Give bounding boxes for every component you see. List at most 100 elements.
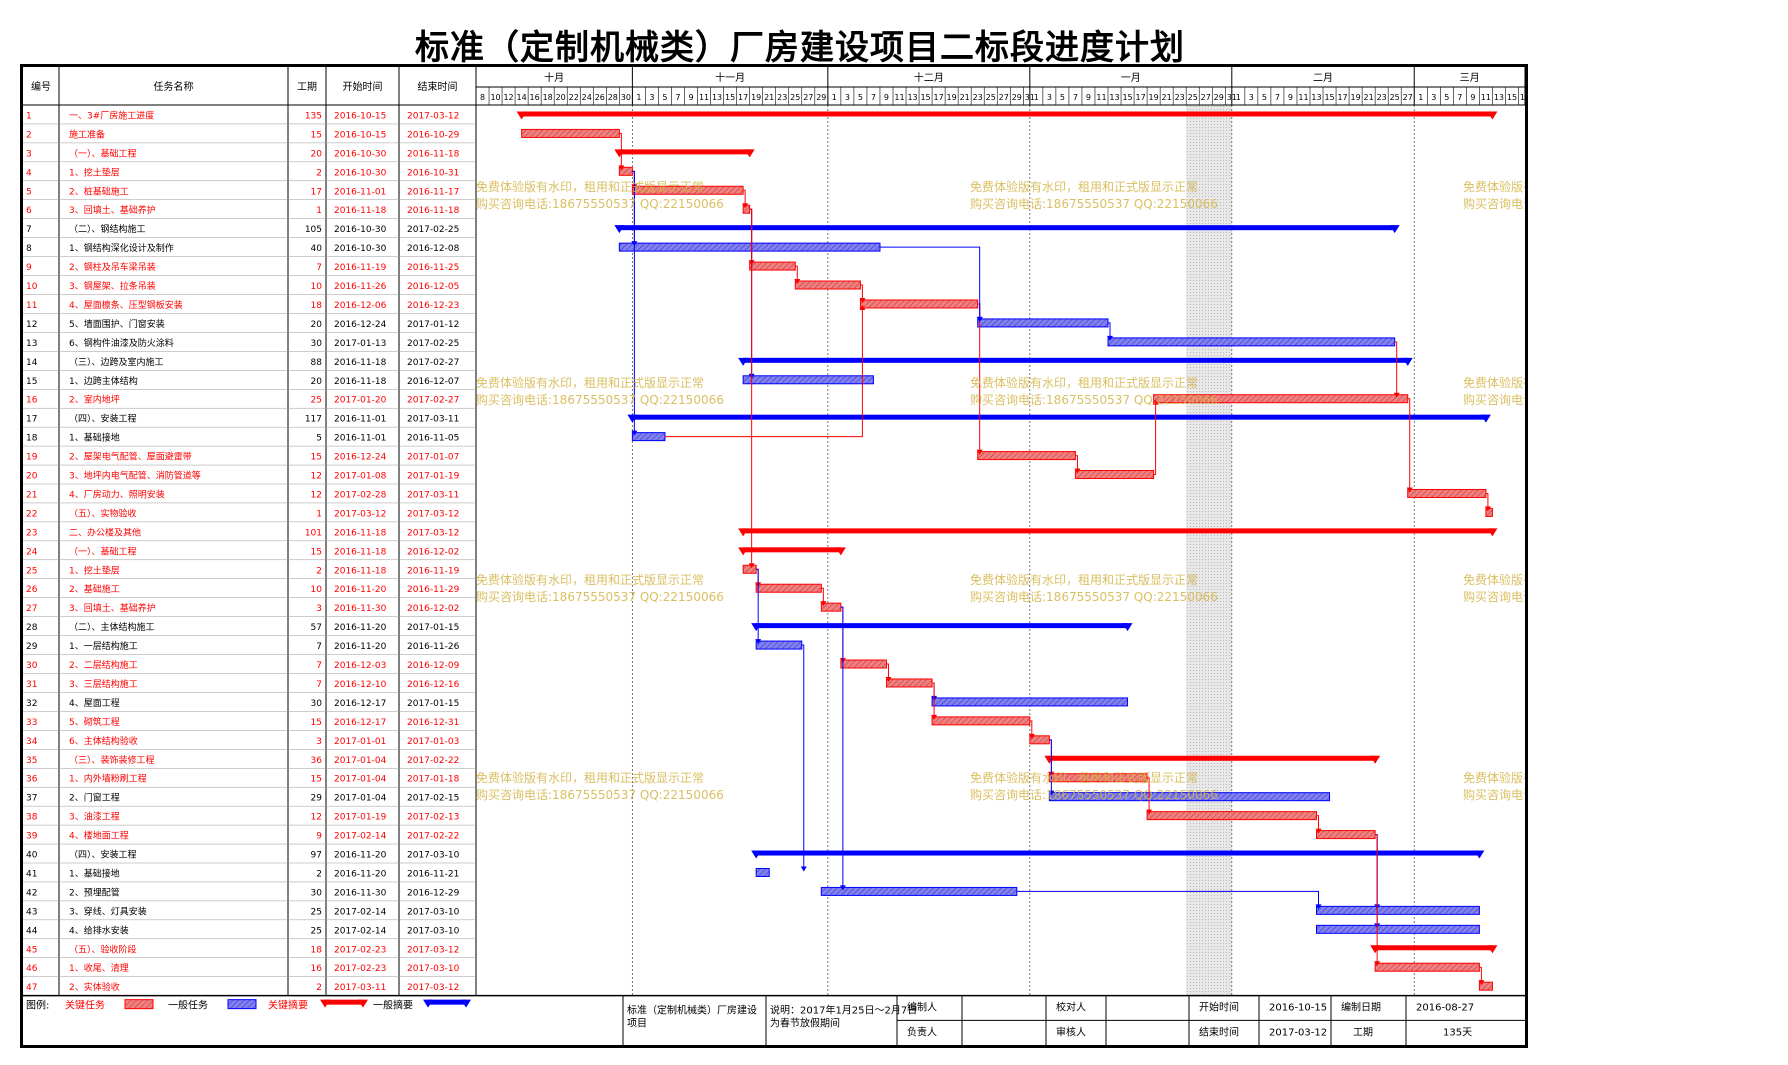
task-start: 2017-03-12	[334, 509, 386, 519]
task-duration: 15	[311, 130, 322, 140]
summary-bar	[619, 225, 1395, 231]
task-start: 2017-01-04	[334, 775, 387, 785]
task-duration: 88	[311, 358, 323, 368]
task-start: 2017-01-20	[334, 396, 387, 406]
day-label: 21	[764, 93, 774, 102]
task-bar	[931, 697, 1129, 707]
legend-normal-summary-swatch	[428, 999, 466, 1005]
dependency-arrow	[1406, 487, 1413, 493]
task-end: 2017-03-11	[407, 490, 459, 500]
legend-critical-summary-cap	[358, 999, 368, 1008]
task-id: 9	[26, 263, 32, 273]
task-start: 2016-11-18	[334, 547, 387, 557]
dependency-link	[632, 170, 635, 432]
legend-critical-summary-swatch	[325, 999, 363, 1005]
task-id: 40	[26, 851, 38, 861]
task-duration: 15	[311, 547, 322, 557]
task-end: 2016-12-16	[407, 680, 460, 690]
task-duration: 30	[311, 699, 323, 709]
task-name: （一）、基础工程	[69, 545, 137, 557]
task-end: 2017-03-12	[407, 945, 459, 955]
task-name: 2、预埋配管	[69, 886, 120, 898]
task-end: 2016-11-17	[407, 187, 459, 197]
summary-end-cap	[1487, 111, 1498, 120]
summary-start-cap	[516, 111, 527, 120]
task-duration: 25	[311, 926, 322, 936]
watermark-line1: 免费体验版有水印，租用和正式版显示正常	[476, 770, 704, 785]
footer-project-line2: 项目	[627, 1018, 647, 1030]
dependency-arrow	[885, 676, 892, 682]
dependency-arrow	[859, 297, 866, 303]
day-label: 9	[884, 93, 889, 102]
task-duration: 15	[311, 775, 322, 785]
task-bar	[755, 583, 822, 593]
dependency-arrow	[800, 866, 807, 872]
task-id: 14	[26, 358, 38, 368]
summary-end-cap	[1402, 357, 1413, 366]
day-label: 12	[503, 93, 513, 102]
task-bar	[1316, 830, 1376, 840]
day-label: 29	[1214, 93, 1224, 102]
task-duration: 20	[311, 149, 323, 159]
summary-end-cap	[1487, 945, 1498, 954]
task-id: 35	[26, 756, 37, 766]
task-id: 38	[26, 813, 38, 823]
task-id: 19	[26, 453, 38, 463]
dependency-link	[886, 663, 889, 678]
task-start: 2016-12-17	[334, 699, 386, 709]
task-end: 2017-01-03	[407, 737, 459, 747]
dependency-link	[1407, 398, 1411, 489]
month-label: 二月	[1313, 72, 1333, 84]
day-label: 27	[1201, 93, 1211, 102]
task-id: 36	[26, 775, 38, 785]
task-start: 2016-12-03	[334, 661, 386, 671]
task-start: 2017-02-23	[334, 964, 386, 974]
task-start: 2016-12-06	[334, 301, 387, 311]
holiday-shading	[1186, 105, 1232, 996]
legend-label: 图例:	[26, 999, 49, 1012]
task-name: 二、办公楼及其他	[69, 526, 141, 538]
task-duration: 25	[311, 907, 322, 917]
day-label: 23	[1175, 93, 1185, 102]
summary-start-cap	[738, 528, 749, 537]
dependency-link	[664, 308, 863, 438]
task-duration: 16	[311, 964, 323, 974]
task-id: 24	[26, 547, 38, 557]
task-end: 2017-02-25	[407, 339, 459, 349]
day-label: 15	[725, 93, 735, 102]
task-duration: 2	[316, 168, 322, 178]
task-duration: 40	[311, 244, 323, 254]
footer-reviewer-label: 审核人	[1056, 1025, 1086, 1038]
month-label: 十一月	[715, 71, 745, 84]
task-name: 施工准备	[69, 128, 105, 140]
task-end: 2016-11-05	[407, 434, 459, 444]
task-start: 2016-11-20	[334, 869, 387, 879]
task-start: 2016-11-18	[334, 358, 387, 368]
task-id: 22	[26, 509, 37, 519]
day-label: 1	[1418, 93, 1423, 102]
day-label: 17	[934, 93, 944, 102]
watermark-line1: 免费体验版有水印，租用和正式版显示正常	[1463, 572, 1525, 587]
task-name: 2、桩基础施工	[69, 185, 129, 197]
task-id: 34	[26, 737, 38, 747]
task-bar	[1048, 792, 1331, 802]
day-label: 11	[1481, 93, 1491, 102]
task-bar	[1316, 905, 1480, 915]
task-end: 2017-02-27	[407, 358, 459, 368]
task-end: 2016-12-31	[407, 718, 459, 728]
dependency-link	[1479, 966, 1482, 982]
task-name: 3、地坪内电气配管、消防管道等	[69, 470, 201, 482]
task-bar	[859, 299, 979, 309]
task-id: 31	[26, 680, 37, 690]
header-id: 编号	[31, 80, 51, 93]
task-bar	[794, 280, 861, 290]
task-name: 3、三层结构施工	[69, 678, 138, 690]
task-duration: 36	[311, 756, 323, 766]
summary-start-cap	[751, 850, 762, 859]
dependency-link	[801, 644, 805, 868]
watermark-line2: 购买咨询电话:18675550537 QQ:22150066	[476, 392, 724, 407]
day-label: 27	[1403, 93, 1413, 102]
task-id: 6	[26, 206, 32, 216]
task-end: 2016-12-02	[407, 547, 459, 557]
